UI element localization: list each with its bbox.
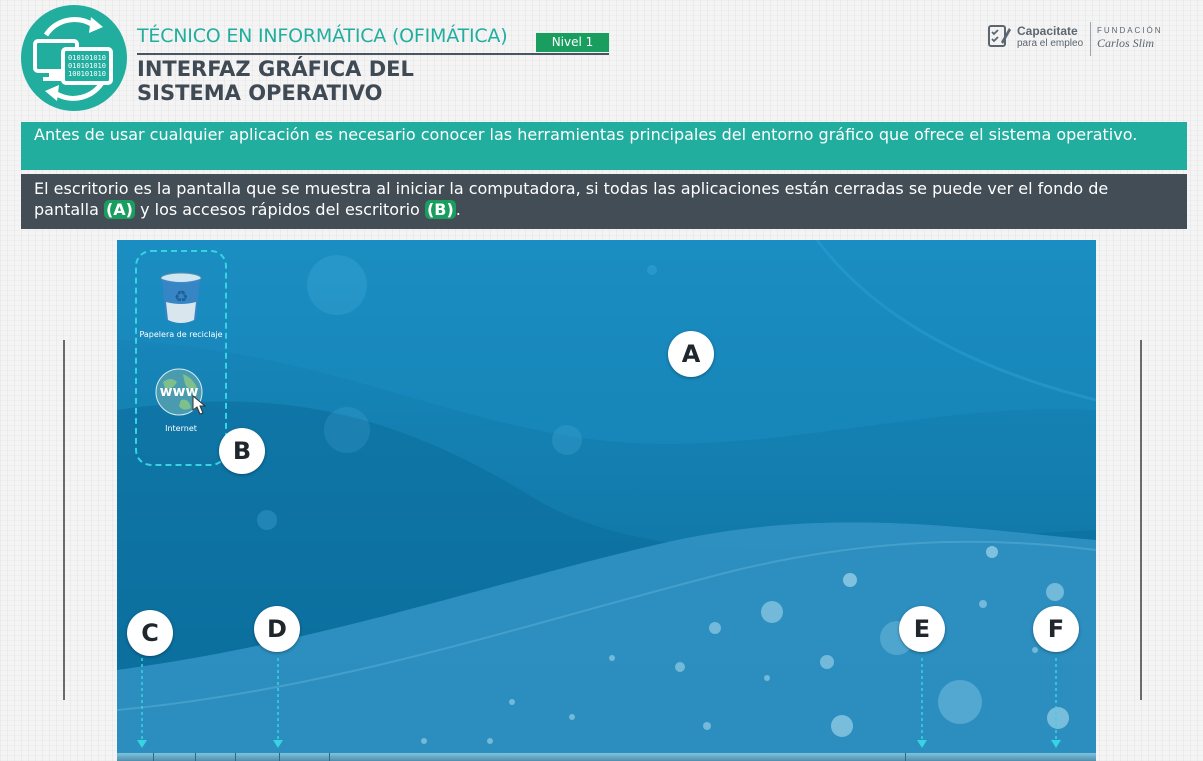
taskbar-separator <box>153 753 154 761</box>
pointer-arrow-e <box>917 658 927 748</box>
description-part-1: El escritorio es la pantalla que se mues… <box>34 179 1109 219</box>
course-logo: 010101010 010101010 100101010 <box>21 5 127 111</box>
pointer-arrow-c <box>137 658 147 748</box>
description-text: El escritorio es la pantalla que se mues… <box>21 174 1187 229</box>
svg-text:♻: ♻ <box>174 287 188 306</box>
computer-binary-sync-icon: 010101010 010101010 100101010 <box>33 17 113 101</box>
callout-e: E <box>899 606 945 652</box>
decorative-bar-left <box>63 340 65 700</box>
taskbar-separator <box>195 753 196 761</box>
desktop-wallpaper <box>117 240 1096 761</box>
partner-divider <box>1090 22 1091 56</box>
svg-text:010101010: 010101010 <box>68 54 106 62</box>
taskbar[interactable] <box>117 753 1096 761</box>
taskbar-separator <box>905 753 906 761</box>
partner-tagline: para el empleo <box>1017 38 1084 49</box>
callout-c: C <box>127 610 173 656</box>
desktop-shortcuts-group: ♻ Papelera de reciclaje www Internet <box>135 250 227 466</box>
foundation-label: FUNDACIÓN <box>1097 26 1163 35</box>
pointer-arrow-d <box>273 658 283 748</box>
marker-a-badge: (A) <box>103 200 135 219</box>
desktop-screenshot: ♻ Papelera de reciclaje www Internet A B… <box>117 240 1096 761</box>
callout-b: B <box>219 428 265 474</box>
recycle-bin-shortcut[interactable]: ♻ Papelera de reciclaje <box>137 272 225 340</box>
svg-text:www: www <box>160 384 199 400</box>
internet-label: Internet <box>165 424 197 433</box>
marker-b-badge: (B) <box>424 200 456 219</box>
internet-shortcut[interactable]: www Internet <box>137 366 225 434</box>
pointer-arrow-f <box>1051 658 1061 748</box>
foundation-signature: Carlos Slim <box>1097 36 1155 50</box>
callout-a: A <box>668 331 714 377</box>
decorative-bar-right <box>1140 340 1142 700</box>
partner-name: Capacitate <box>1017 24 1078 38</box>
recycle-bin-label: Papelera de reciclaje <box>139 330 223 339</box>
unit-title: INTERFAZ GRÁFICA DEL SISTEMA OPERATIVO <box>137 57 414 105</box>
course-title: TÉCNICO EN INFORMÁTICA (OFIMÁTICA) <box>137 25 508 47</box>
globe-www-icon: www <box>155 368 207 416</box>
header-divider <box>137 53 609 55</box>
svg-text:010101010: 010101010 <box>68 62 106 70</box>
description-part-2: y los accesos rápidos del escritorio <box>140 200 420 219</box>
description-end: . <box>455 200 461 219</box>
partner-logo: Capacitate para el empleo FUNDACIÓN Carl… <box>987 22 1187 56</box>
callout-f: F <box>1033 606 1079 652</box>
callout-d: D <box>254 606 300 652</box>
svg-text:100101010: 100101010 <box>68 70 106 78</box>
recycle-bin-icon: ♻ <box>160 272 202 323</box>
taskbar-separator <box>329 753 330 761</box>
intro-text: Antes de usar cualquier aplicación es ne… <box>21 122 1187 170</box>
taskbar-separator <box>279 753 280 761</box>
checklist-pencil-icon <box>988 25 1011 47</box>
level-badge: Nivel 1 <box>536 33 609 52</box>
taskbar-separator <box>235 753 236 761</box>
